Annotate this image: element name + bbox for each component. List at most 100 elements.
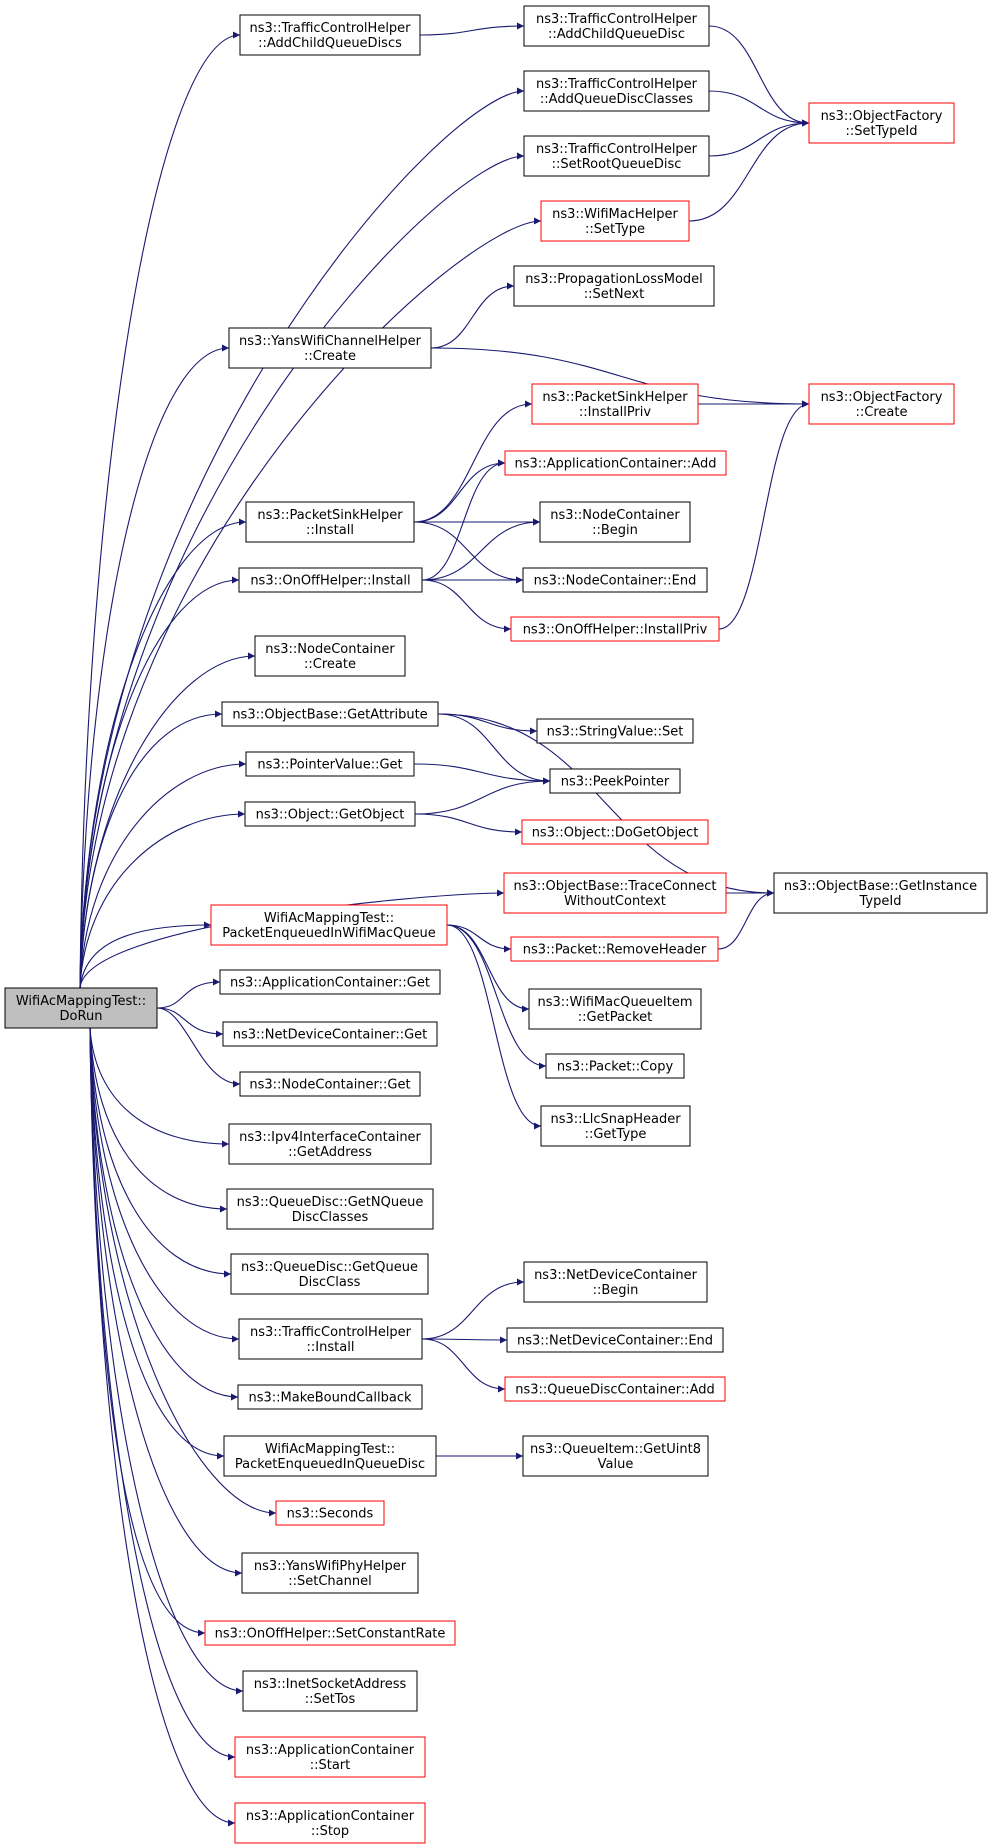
node-label: ns3::PointerValue::Get (257, 758, 402, 773)
node-nodecontainer-end[interactable]: ns3::NodeContainer::End (522, 567, 708, 593)
node-nodecontainer-create[interactable]: ns3::NodeContainer::Create (254, 635, 406, 677)
node-label: ::Start (310, 1758, 351, 1773)
node-box (504, 1376, 726, 1402)
edge-object-getobject-to-object-dogetobject (414, 813, 523, 836)
node-label: ns3::Packet::Copy (557, 1060, 674, 1075)
node-box (523, 70, 710, 112)
node-label: ns3::QueueDisc::GetQueue (241, 1260, 418, 1275)
node-label: ns3::TrafficControlHelper (536, 12, 698, 27)
node-objectbase-getattribute[interactable]: ns3::ObjectBase::GetAttribute (221, 701, 439, 727)
node-netdevicecontainer-end[interactable]: ns3::NetDeviceContainer::End (506, 1327, 724, 1353)
node-label: ::GetPacket (578, 1010, 652, 1025)
node-packet-removeheader[interactable]: ns3::Packet::RemoveHeader (510, 936, 719, 962)
node-label: TypeId (859, 894, 902, 909)
node-label: ns3::WifiMacHelper (552, 207, 678, 222)
node-netdevicecontainer-begin[interactable]: ns3::NetDeviceContainer::Begin (523, 1261, 708, 1303)
node-label: ns3::ApplicationContainer::Add (515, 457, 717, 472)
node-label: ns3::ObjectFactory (821, 109, 943, 124)
node-inetsocketaddress-settos[interactable]: ns3::InetSocketAddress::SetTos (242, 1670, 418, 1712)
node-objectbase-traceconnect[interactable]: ns3::ObjectBase::TraceConnectWithoutCont… (503, 872, 727, 914)
node-packetsinkhelper-install[interactable]: ns3::PacketSinkHelper::Install (245, 501, 415, 543)
node-appcontainer-start[interactable]: ns3::ApplicationContainer::Start (234, 1736, 426, 1778)
node-box (528, 988, 702, 1030)
edge-root-to-queuedisc-getnqueuedisclasses (89, 1027, 228, 1213)
node-nodecontainer-get[interactable]: ns3::NodeContainer::Get (239, 1071, 421, 1097)
node-box (234, 1802, 426, 1844)
node-netdevicecontainer-get[interactable]: ns3::NetDeviceContainer::Get (222, 1021, 438, 1047)
node-label: ns3::QueueDiscContainer::Add (515, 1383, 715, 1398)
node-makeboundcallback[interactable]: ns3::MakeBoundCallback (237, 1384, 423, 1410)
node-tch-addqueuedisclasses[interactable]: ns3::TrafficControlHelper::AddQueueDiscC… (523, 70, 710, 112)
node-label: ns3::YansWifiChannelHelper (239, 334, 422, 349)
node-label: ns3::QueueDisc::GetNQueue (237, 1195, 424, 1210)
edge-pointervalue-get-to-peekpointer (413, 763, 551, 785)
node-box (237, 1384, 423, 1410)
node-llcsnapheader-gettype[interactable]: ns3::LlcSnapHeader::GetType (540, 1105, 691, 1147)
node-object-dogetobject[interactable]: ns3::Object::DoGetObject (521, 819, 709, 845)
node-pkt-enq-wifimacqueue[interactable]: WifiAcMappingTest::PacketEnqueuedInWifiM… (210, 904, 448, 946)
node-label: ::SetNext (584, 287, 644, 302)
node-label: DiscClass (299, 1275, 361, 1290)
node-wifimachelper-settype[interactable]: ns3::WifiMacHelper::SetType (540, 200, 690, 242)
node-box (238, 567, 423, 593)
node-yanswifichannelhelper-create[interactable]: ns3::YansWifiChannelHelper::Create (228, 327, 432, 369)
node-label: DoRun (60, 1009, 103, 1024)
node-root[interactable]: WifiAcMappingTest::DoRun (4, 987, 158, 1029)
node-box (204, 1620, 456, 1646)
node-seconds[interactable]: ns3::Seconds (275, 1500, 385, 1526)
node-label: ns3::PacketSinkHelper (257, 508, 403, 523)
node-onoffhelper-installpriv[interactable]: ns3::OnOffHelper::InstallPriv (510, 616, 720, 642)
edge-tch-addchildqueuedisc-to-objfactory-settypeid (708, 25, 810, 127)
edge-root-to-object-getobject (79, 810, 246, 989)
node-wifimacqueueitem-getpacket[interactable]: ns3::WifiMacQueueItem::GetPacket (528, 988, 702, 1030)
edge-root-to-tch-addchildqueuediscs (79, 31, 241, 989)
node-packetsinkhelper-installpriv[interactable]: ns3::PacketSinkHelper::InstallPriv (531, 383, 699, 425)
node-layer: WifiAcMappingTest::DoRunns3::TrafficCont… (4, 5, 988, 1844)
node-label: ::SetChannel (288, 1574, 371, 1589)
node-stringvalue-set[interactable]: ns3::StringValue::Set (536, 718, 694, 744)
node-label: ns3::ObjectBase::TraceConnect (513, 879, 716, 894)
node-pkt-enq-queuedisc[interactable]: WifiAcMappingTest::PacketEnqueuedInQueue… (223, 1435, 437, 1477)
node-tch-setrootqueuedisc[interactable]: ns3::TrafficControlHelper::SetRootQueueD… (523, 135, 710, 177)
edge-yanswifichannelhelper-create-to-objfactory-create (430, 347, 810, 408)
node-tch-install[interactable]: ns3::TrafficControlHelper::Install (238, 1318, 423, 1360)
node-tch-addchildqueuediscs[interactable]: ns3::TrafficControlHelper::AddChildQueue… (239, 14, 421, 56)
node-label: ns3::Seconds (287, 1507, 374, 1522)
node-queuedisccontainer-add[interactable]: ns3::QueueDiscContainer::Add (504, 1376, 726, 1402)
node-box (241, 1552, 419, 1594)
node-objfactory-settypeid[interactable]: ns3::ObjectFactory::SetTypeId (808, 102, 955, 144)
node-label: ns3::InetSocketAddress (254, 1677, 407, 1692)
node-ipv4interfacecontainer-getaddress[interactable]: ns3::Ipv4InterfaceContainer::GetAddress (228, 1123, 432, 1165)
node-box (513, 265, 715, 307)
node-box (221, 701, 439, 727)
node-onoffhelper-setconstantrate[interactable]: ns3::OnOffHelper::SetConstantRate (204, 1620, 456, 1646)
node-label: ::GetType (585, 1127, 647, 1142)
node-label: ns3::PacketSinkHelper (542, 390, 688, 405)
node-nodecontainer-begin[interactable]: ns3::NodeContainer::Begin (539, 501, 691, 543)
node-appcontainer-get[interactable]: ns3::ApplicationContainer::Get (219, 969, 441, 995)
node-label: ::Begin (593, 1283, 639, 1298)
node-pointervalue-get[interactable]: ns3::PointerValue::Get (245, 751, 415, 777)
node-packet-copy[interactable]: ns3::Packet::Copy (545, 1053, 685, 1079)
node-peekpointer[interactable]: ns3::PeekPointer (549, 768, 681, 794)
node-label: WifiAcMappingTest:: (265, 1442, 395, 1457)
node-label: ns3::TrafficControlHelper (249, 21, 411, 36)
node-appcontainer-stop[interactable]: ns3::ApplicationContainer::Stop (234, 1802, 426, 1844)
edge-tch-install-to-netdevicecontainer-end (421, 1336, 508, 1344)
node-yanswifiphyhelper-setchannel[interactable]: ns3::YansWifiPhyHelper::SetChannel (241, 1552, 419, 1594)
node-object-getobject[interactable]: ns3::Object::GetObject (244, 801, 416, 827)
node-box (275, 1500, 385, 1526)
node-objfactory-create[interactable]: ns3::ObjectFactory::Create (808, 383, 955, 425)
node-appcontainer-add[interactable]: ns3::ApplicationContainer::Add (504, 450, 727, 476)
edge-pkt-enq-wifimacqueue-to-llcsnapheader-gettype (446, 924, 542, 1130)
node-onoffhelper-install[interactable]: ns3::OnOffHelper::Install (238, 567, 423, 593)
node-tch-addchildqueuedisc[interactable]: ns3::TrafficControlHelper::AddChildQueue… (523, 5, 710, 47)
edge-root-to-objectbase-getattribute (79, 710, 223, 989)
node-proplossmodel-setnext[interactable]: ns3::PropagationLossModel::SetNext (513, 265, 715, 307)
node-box (4, 987, 158, 1029)
edge-yanswifichannelhelper-create-to-proplossmodel-setnext (430, 282, 515, 349)
